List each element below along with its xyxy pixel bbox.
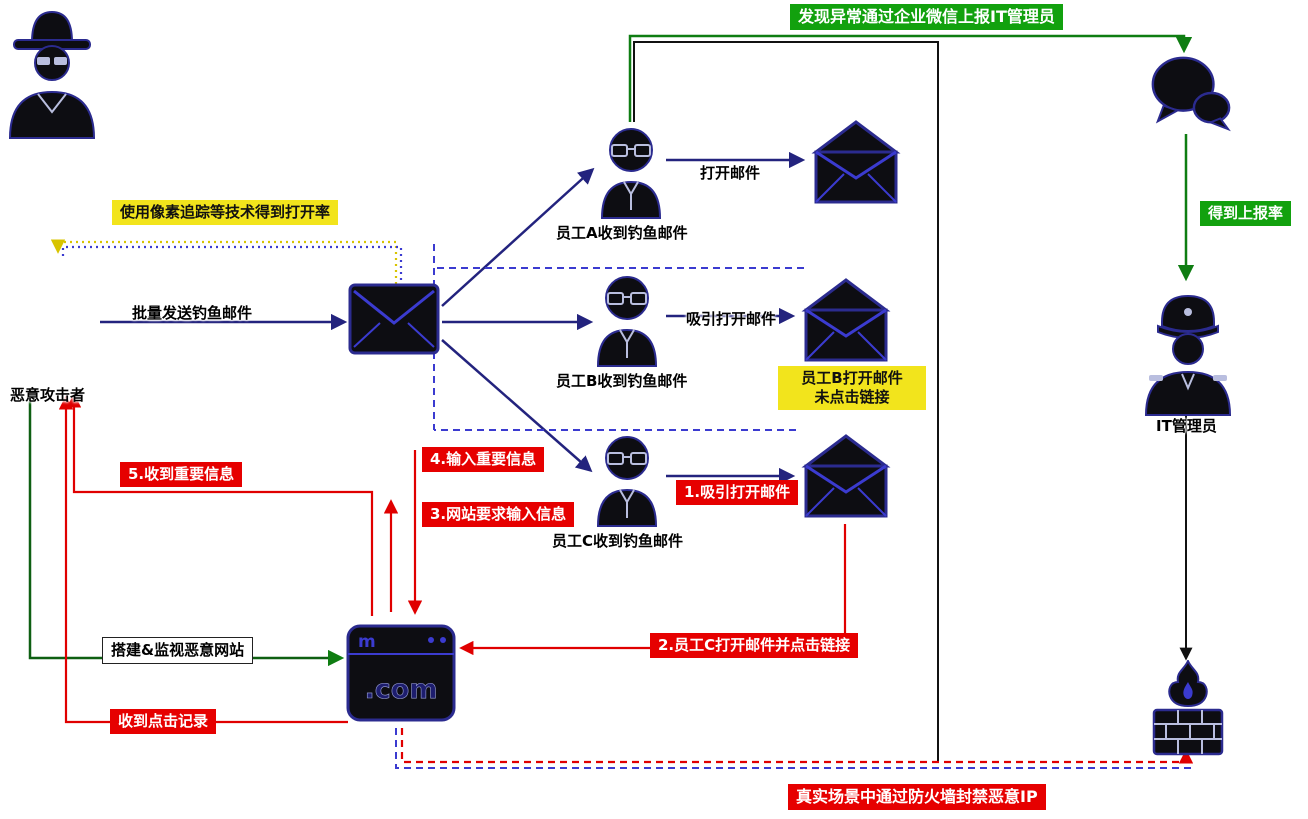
open-envelope-icon (801, 278, 891, 362)
report-rate-label: 得到上报率 (1200, 201, 1292, 226)
step5-label: 5.收到重要信息 (120, 462, 243, 487)
open-mail-a-icon (808, 118, 904, 206)
pixel-tracking-label: 使用像素追踪等技术得到打开率 (112, 200, 339, 225)
employee-a-label: 员工A收到钓鱼邮件 (556, 224, 688, 242)
it-admin-icon (1138, 282, 1238, 417)
employee-b-icon (592, 266, 662, 368)
malicious-website-icon: m .com (345, 618, 457, 726)
line-click-record (58, 395, 348, 724)
employee-b-label: 员工B收到钓鱼邮件 (556, 372, 688, 390)
report-top-label: 发现异常通过企业微信上报IT管理员 (790, 4, 1063, 30)
open-mail-b-icon (798, 276, 894, 364)
employee-c-icon (592, 426, 662, 528)
firewall-icon (1152, 660, 1224, 756)
step4-label: 4.输入重要信息 (422, 447, 545, 472)
line-envelope-to-empC (441, 339, 593, 473)
line-report-to-wechat (628, 34, 1193, 122)
batch-send-label: 批量发送钓鱼邮件 (132, 304, 253, 322)
wechat-icon (1146, 48, 1234, 138)
line-report-dark (633, 41, 939, 762)
build-site-label: 搭建&监视恶意网站 (102, 637, 254, 664)
it-admin-label: IT管理员 (1156, 417, 1217, 435)
phishing-envelope-icon (348, 283, 440, 355)
open-mail-c-icon (798, 432, 894, 520)
site-domain-text: .com (365, 674, 438, 705)
firewall-note-label: 真实场景中通过防火墙封禁恶意IP (788, 784, 1046, 810)
line-firewall-block-red (400, 728, 1194, 764)
employee-glasses-icon (596, 276, 658, 367)
spy-icon (8, 10, 96, 139)
line-firewall-block-blue (395, 728, 1192, 769)
emp-b-opened-line2: 未点击链接 (814, 387, 890, 406)
step2-label: 2.员工C打开邮件并点击链接 (650, 633, 859, 658)
attacker-icon (0, 0, 105, 140)
employee-c-label: 员工C收到钓鱼邮件 (552, 532, 684, 550)
step3-label: 3.网站要求输入信息 (422, 502, 575, 527)
employee-glasses-icon (600, 128, 662, 219)
firewall-flame-icon (1152, 660, 1224, 756)
attract-open-label: 吸引打开邮件 (686, 310, 777, 328)
line-pixel-tracking-yellow (50, 239, 398, 284)
open-envelope-icon (801, 434, 891, 518)
attacker-label: 恶意攻击者 (10, 386, 86, 404)
emp-b-opened-label: 员工B打开邮件 未点击链接 (778, 366, 926, 410)
step1-label: 1.吸引打开邮件 (676, 480, 799, 505)
browser-window-icon: m .com (346, 624, 456, 722)
line-attacker-gets-info (66, 393, 374, 616)
employee-a-icon (596, 118, 666, 220)
line-envelope-to-empA (441, 167, 595, 307)
site-logo-text: m (358, 632, 376, 652)
line-build-website (28, 390, 345, 667)
chat-bubble-icon (1151, 56, 1231, 132)
envelope-icon (348, 283, 440, 355)
open-envelope-icon (811, 120, 901, 204)
emp-b-opened-line1: 员工B打开邮件 (801, 369, 903, 387)
open-mail-a-label: 打开邮件 (700, 164, 761, 182)
employee-glasses-icon (596, 436, 658, 527)
line-pixel-tracking-blue (61, 245, 403, 286)
click-record-label: 收到点击记录 (110, 709, 217, 734)
admin-police-cap-icon (1144, 294, 1232, 416)
